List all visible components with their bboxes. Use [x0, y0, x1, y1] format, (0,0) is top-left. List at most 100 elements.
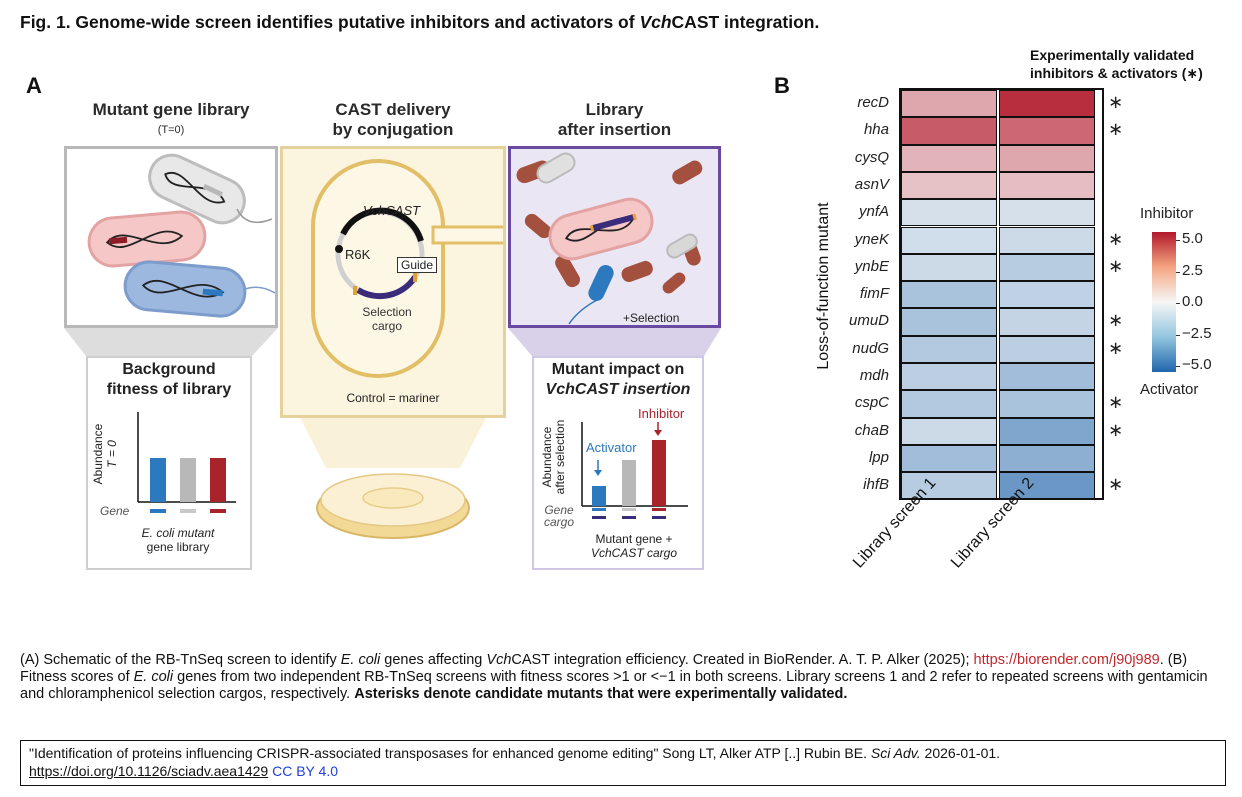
row-label-recD: recD [857, 94, 889, 111]
heatmap-cell-ynbE-screen-1 [901, 253, 997, 282]
heatmap-cell-recD-screen-1 [901, 90, 997, 118]
plasmid-vchcast-label: VchCAST [363, 203, 421, 218]
bg-bar-red [210, 458, 226, 502]
colorbar-tick-label: 0.0 [1182, 293, 1203, 310]
bg-gene-label: Gene [100, 504, 130, 518]
heatmap-cell-cspC-screen-1 [901, 390, 997, 418]
validated-asterisk-ihfB: ∗ [1108, 474, 1124, 495]
figure-caption: (A) Schematic of the RB-TnSeq screen to … [20, 652, 1208, 702]
bg-bar-blue [150, 458, 166, 502]
row-label-ynbE: ynbE [854, 257, 889, 275]
colorbar-tick-label: 2.5 [1182, 261, 1203, 279]
blue-cell [123, 260, 247, 318]
row-label-cysQ: cysQ [854, 148, 889, 166]
heatmap-cell-mdh-screen-2 [999, 363, 1095, 391]
mi-bar-red [652, 440, 666, 506]
plasmid-guide-label: Guide [397, 257, 438, 273]
heatmap-cell-ynbE-screen-2 [999, 253, 1095, 282]
heatmap-frame [899, 88, 1104, 500]
mi-ylabel: Abundance after selection [540, 419, 567, 495]
validated-asterisk-hha: ∗ [1108, 119, 1124, 140]
heatmap-cell-yneK-screen-1 [901, 226, 997, 254]
mi-bar-gray [622, 460, 636, 506]
validated-asterisk-yneK: ∗ [1108, 228, 1124, 249]
heatmap-cell-fimF-screen-2 [999, 281, 1095, 309]
row-label-chaB: chaB [854, 421, 889, 439]
heatmap-cell-chaB-screen-2 [999, 417, 1095, 445]
colorbar-tick-label: −2.5 [1182, 324, 1212, 342]
mi-gene-marks [592, 508, 666, 519]
row-label-asnV: asnV [854, 175, 889, 193]
colorbar-tick-mark [1176, 366, 1180, 367]
heatmap-cell-fimF-screen-1 [901, 281, 997, 309]
validated-asterisk-recD: ∗ [1108, 92, 1124, 112]
heatmap-cell-cspC-screen-2 [999, 390, 1095, 418]
heatmap-cell-ynfA-screen-2 [999, 199, 1095, 227]
figure-title: Fig. 1. Genome-wide screen identifies pu… [20, 12, 820, 32]
validated-asterisk-ynbE: ∗ [1108, 255, 1124, 276]
doi-link[interactable]: https://doi.org/10.1126/sciadv.aea1429 [29, 763, 269, 779]
row-label-lpp: lpp [868, 448, 889, 466]
heatmap-cell-asnV-screen-1 [901, 171, 997, 200]
heatmap-cell-yneK-screen-2 [999, 226, 1095, 254]
colorbar-tick-mark [1176, 271, 1180, 273]
mi-bar-chart [581, 422, 688, 507]
petri-dish-illustration [300, 418, 486, 539]
legend-activator-label: Activator [1140, 381, 1199, 398]
plus-selection-label: +Selection [623, 311, 680, 325]
bg-bar-chart [137, 412, 236, 503]
cast-delivery-box: VchCAST R6K Guide Selection cargo Contro… [280, 146, 515, 418]
row-label-ynfA: ynfA [858, 203, 889, 221]
connector-right [508, 328, 721, 356]
validated-header: Experimentally validated inhibitors & ac… [1030, 47, 1203, 81]
heatmap-cell-umuD-screen-1 [901, 308, 997, 336]
heatmap-cell-umuD-screen-2 [999, 308, 1095, 336]
mutant-library-box [64, 146, 278, 328]
heatmap-cell-nudG-screen-1 [901, 335, 997, 363]
heatmap-cell-lpp-screen-2 [999, 444, 1095, 473]
row-label-cspC: cspC [854, 394, 889, 412]
heatmap-cell-recD-screen-2 [999, 90, 1095, 118]
panel-b-label: B [774, 73, 790, 98]
background-fitness-title: Background fitness of library [106, 361, 232, 398]
bg-caption: E. coli mutant gene library [141, 526, 215, 554]
heatmap-cell-hha-screen-1 [901, 117, 997, 145]
validated-asterisk-cspC: ∗ [1108, 392, 1124, 413]
row-label-yneK: yneK [854, 230, 889, 248]
bg-bar-gray [180, 458, 196, 502]
col2-title: CAST delivery by conjugation [332, 100, 454, 139]
heatmap-cell-asnV-screen-2 [999, 171, 1095, 200]
mi-gene-cargo-label: Gene cargo [544, 503, 575, 529]
colorbar-tick-mark [1176, 303, 1180, 304]
plasmid-cargo-label: Selection cargo [362, 305, 412, 333]
gray-cell [148, 153, 246, 225]
heatmap-cell-nudG-screen-2 [999, 335, 1095, 363]
panel-a-label: A [26, 73, 42, 98]
background-fitness-box: Background fitness of library Abundance … [86, 356, 252, 570]
colorbar [1152, 232, 1176, 372]
library-cells-illustration [87, 153, 276, 318]
red-inserted-cell [548, 197, 654, 261]
bg-gene-marks [150, 509, 226, 513]
mi-bar-blue [592, 486, 606, 506]
colorbar-tick-mark [1176, 240, 1180, 241]
connector-left [64, 328, 278, 356]
mutant-impact-box: Mutant impact on VchCAST insertion Abund… [532, 356, 704, 570]
heatmap-cell-hha-screen-2 [999, 117, 1095, 145]
conjugation-cell-illustration [311, 159, 515, 378]
heatmap-cell-ynfA-screen-1 [901, 199, 997, 227]
row-label-nudG: nudG [852, 339, 889, 357]
library-after-insertion-box: +Selection [508, 146, 721, 328]
col3-title: Library after insertion [557, 100, 672, 139]
heatmap-cell-lpp-screen-1 [901, 444, 997, 473]
biorender-link[interactable]: https://biorender.com/j90j989 [973, 652, 1160, 668]
validated-asterisk-nudG: ∗ [1108, 337, 1124, 358]
control-mariner-label: Control = mariner [346, 391, 440, 405]
heatmap-cell-cysQ-screen-1 [901, 144, 997, 172]
row-label-umuD: umuD [848, 312, 889, 330]
red-cell [87, 210, 207, 268]
mi-inhibitor-label: Inhibitor [638, 406, 685, 421]
heatmap-cell-chaB-screen-1 [901, 417, 997, 445]
license-link[interactable]: CC BY 4.0 [272, 763, 338, 779]
heatmap-cell-mdh-screen-1 [901, 363, 997, 391]
